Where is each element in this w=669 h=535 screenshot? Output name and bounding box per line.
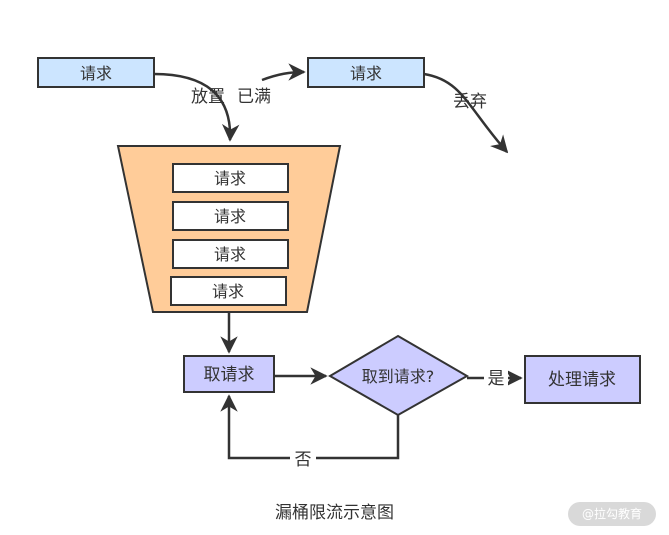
no-label-bg: [290, 448, 316, 470]
bucket-request-label: 请求: [214, 207, 246, 226]
incoming-request-box: [37, 57, 155, 88]
watermark: @拉勾教育: [568, 502, 656, 526]
overflow-request-box: [307, 57, 425, 88]
yes-label-bg: [484, 367, 508, 389]
bucket-request-box: [170, 276, 287, 306]
diagram-caption: 漏桶限流示意图: [275, 503, 394, 523]
discard-arrow: [423, 72, 509, 154]
take-request-label: 取请求: [204, 365, 255, 385]
bucket-request-label: 请求: [214, 245, 246, 264]
edge-label-yes: 是: [488, 369, 505, 389]
bucket-request-box: [172, 201, 289, 231]
bucket-request-box: [172, 163, 289, 193]
process-request-label: 处理请求: [548, 370, 616, 390]
edge-label-put-in: 放置: [191, 87, 225, 107]
bucket-request-label: 请求: [214, 169, 246, 188]
decision-label: 取到请求?: [362, 367, 435, 386]
edge-label-full: 已满: [237, 87, 271, 107]
full-arrow: [261, 63, 306, 82]
overflow-request-label: 请求: [350, 64, 382, 83]
process-request-box: [524, 355, 641, 404]
bucket-request-box: [172, 239, 289, 269]
put-in-arrow: [153, 72, 240, 142]
bucket-request-label: 请求: [212, 282, 244, 301]
incoming-request-label: 请求: [80, 64, 112, 83]
take-request-box: [183, 355, 275, 393]
edge-label-discard: 丢弃: [453, 92, 487, 112]
edge-label-no: 否: [295, 450, 312, 470]
